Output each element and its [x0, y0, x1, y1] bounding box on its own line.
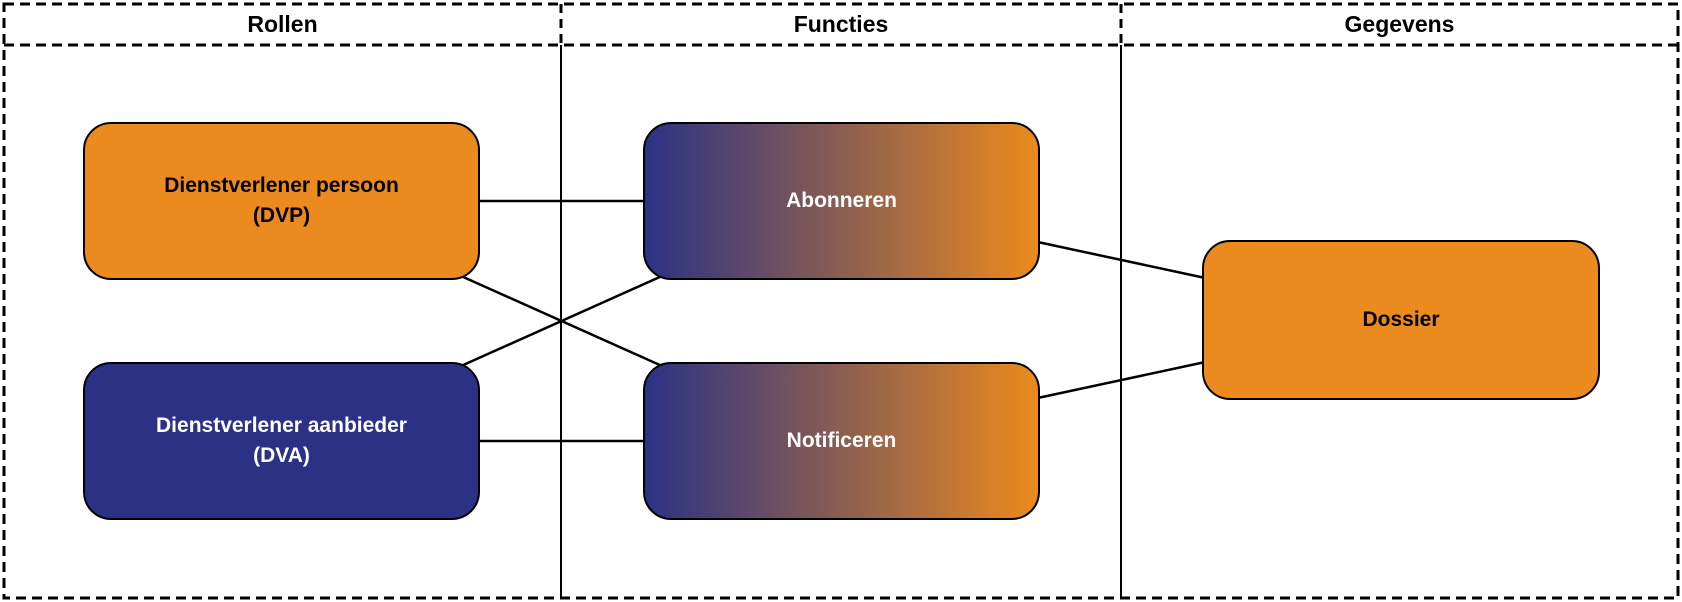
edge-abonneren-dossier	[1032, 239, 1211, 281]
node-dienstverlener-aanbieder: Dienstverlener aanbieder (DVA)	[83, 362, 480, 520]
column-header-gegevens: Gegevens	[1121, 4, 1678, 45]
node-dienstverlener-persoon: Dienstverlener persoon (DVP)	[83, 122, 480, 280]
node-dossier: Dossier	[1202, 240, 1600, 400]
node-abonneren-label: Abonneren	[786, 189, 897, 212]
edge-dva-abonneren	[460, 274, 663, 368]
column-header-functies: Functies	[561, 4, 1121, 45]
node-notificeren: Notificeren	[643, 362, 1040, 520]
column-header-gegevens-label: Gegevens	[1344, 11, 1455, 37]
node-dva-label-line1: Dienstverlener aanbieder	[156, 414, 407, 437]
node-notificeren-label: Notificeren	[786, 429, 897, 452]
node-dva-label-line2: (DVA)	[253, 444, 310, 467]
column-header-rollen-label: Rollen	[247, 11, 318, 37]
node-dvp-label-line1: Dienstverlener persoon	[164, 174, 399, 197]
node-abonneren: Abonneren	[643, 122, 1040, 280]
node-dossier-label: Dossier	[1362, 308, 1440, 331]
edge-notificeren-dossier	[1032, 359, 1211, 401]
column-header-functies-label: Functies	[793, 11, 889, 37]
node-dvp-label-line2: (DVP)	[252, 204, 311, 227]
column-header-rollen: Rollen	[4, 4, 561, 45]
